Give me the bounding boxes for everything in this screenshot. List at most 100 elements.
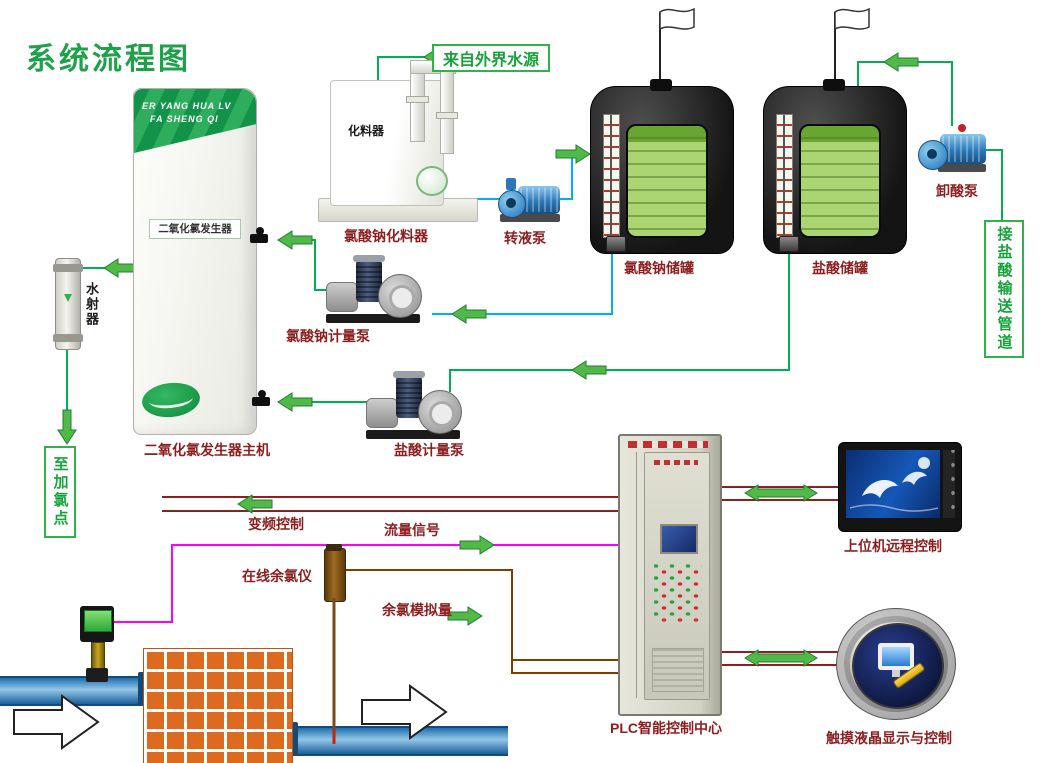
arrow-left-tank1-outlet-icon (451, 304, 487, 324)
touch-panel-screen (852, 623, 944, 709)
plc-side-seam (636, 452, 637, 698)
unload-pump (918, 124, 990, 174)
arrow-right-chlorine-analog-icon (447, 606, 483, 626)
arrow-left-hcl-suction-icon (571, 360, 607, 380)
monitor-button-strip (943, 450, 955, 518)
tank1-outlet-pipe (432, 250, 613, 315)
touch-monitor-icon-stand (892, 670, 900, 677)
dissolver-tank-label: 化料器 (348, 124, 385, 138)
generator-logo (140, 380, 202, 420)
tank-level-gauge (603, 114, 620, 238)
metering-pump-flange (366, 398, 398, 428)
touch-panel (836, 608, 956, 720)
metering-pump-head-ring (429, 401, 455, 427)
generator-panel-label: 二氧化氯发生器 (149, 219, 241, 239)
naclo3-tank-caption: 氯酸钠储罐 (624, 260, 694, 276)
plc-cabinet (618, 434, 722, 716)
tank-outlet-valve (606, 236, 626, 252)
plc-caption: PLC智能控制中心 (610, 720, 722, 736)
hcl-pipe-box: 接盐酸输送管道 (984, 220, 1024, 358)
unload-pump-base (938, 164, 986, 172)
water-ejector (53, 258, 83, 350)
metering-pump-motor-fins (356, 266, 382, 298)
naclo3-metering-pump (326, 255, 422, 324)
dissolver-pipe-vertical-2 (440, 68, 454, 154)
plc-indicator-grid (654, 564, 702, 622)
dissolver-unit: 化料器 (318, 60, 478, 222)
vfd-caption: 变频控制 (248, 516, 304, 532)
dissolver-flange-1 (406, 96, 429, 103)
arrow-right-into-tank1-icon (555, 144, 591, 164)
touch-monitor-icon-screen (882, 647, 910, 666)
touch-caption: 触摸液晶显示与控制 (826, 730, 952, 746)
page-title: 系统流程图 (26, 43, 191, 76)
metering-pump-motor (356, 260, 382, 302)
hcl-metering-pump (366, 371, 462, 440)
metering-pump-motor (396, 376, 422, 418)
arrow-left-naclo3-dosing-icon (277, 230, 313, 250)
tank-neck (823, 79, 845, 91)
arrow-down-chlorine-point-icon (57, 409, 77, 445)
dissolver-pump (416, 166, 448, 196)
dissolver-caption: 氯酸钠化料器 (344, 228, 428, 244)
flow-signal-line (112, 544, 620, 623)
transfer-pump-base (500, 214, 560, 222)
generator-valve-2 (252, 397, 270, 406)
generator-caption: 二氧化氯发生器主机 (144, 442, 270, 458)
unload-pump-motor-fins (942, 136, 984, 162)
transfer-pump-motor-fins (520, 188, 558, 212)
arrow-double-plc-touch-icon (744, 649, 818, 667)
hcl-suction-pipe (449, 250, 790, 392)
flow-sensor-fitting (86, 668, 108, 682)
monitor-screen (846, 450, 940, 518)
arrow-right-flow-signal-icon (459, 535, 495, 555)
unload-pump-caption: 卸酸泵 (936, 183, 978, 199)
tank-level-window (799, 124, 881, 238)
tank1-flag (659, 7, 695, 31)
tank-neck (650, 79, 672, 91)
water-pipe-right (288, 726, 508, 756)
host-caption: 上位机远程控制 (844, 538, 942, 554)
generator-valve-2-knob (258, 390, 266, 398)
naclo3-meter-pump-caption: 氯酸钠计量泵 (286, 328, 370, 344)
unload-pump-head-cap (927, 149, 937, 159)
generator-valve-1-knob (256, 227, 264, 235)
flow-signal-caption: 流量信号 (384, 522, 440, 538)
naclo3-storage-tank (590, 79, 734, 254)
metering-pump-base (326, 314, 420, 323)
ejector-bottom-cap (53, 334, 83, 342)
transfer-pump-inlet (506, 178, 516, 190)
dolphin-wallpaper (849, 457, 939, 512)
unload-pump-red-cap (958, 124, 966, 132)
metering-pump-cap (393, 371, 425, 378)
plc-screen (660, 524, 698, 554)
transfer-pump-head-cap (506, 198, 516, 208)
generator-brand-line2: FA SHENG QI (150, 114, 219, 124)
generator-valve-1 (250, 234, 268, 243)
hcl-tank-caption: 盐酸储罐 (812, 260, 868, 276)
generator-cabinet: ER YANG HUA LV FA SHENG QI 二氧化氯发生器 (133, 88, 257, 435)
chlorine-analog-caption: 余氯模拟量 (382, 602, 452, 618)
brick-wall (143, 648, 293, 763)
generator-brand-band: ER YANG HUA LV FA SHENG QI (134, 89, 256, 153)
arrow-left-hcl-dosing-icon (277, 392, 313, 412)
chlorine-meter-caption: 在线余氯仪 (242, 568, 312, 584)
ejector-caption: 水射器 (84, 282, 99, 327)
tank-level-window (626, 124, 708, 238)
metering-pump-cap (353, 255, 385, 262)
water-pipe-left (0, 676, 148, 706)
arrow-left-vfd-icon (237, 494, 273, 514)
hcl-storage-tank (763, 79, 907, 254)
chlorine-probe-cap (326, 544, 342, 551)
chlorine-analog-line-1 (344, 569, 620, 661)
unload-pump-motor (940, 134, 986, 164)
plc-label-strip (654, 460, 698, 465)
hcl-meter-pump-caption: 盐酸计量泵 (394, 442, 464, 458)
arrow-double-plc-monitor-icon (744, 484, 818, 502)
metering-pump-flange (326, 282, 358, 312)
ejector-flow-mark (64, 294, 72, 302)
tank-level-gauge (776, 114, 793, 238)
generator-logo-swoosh (148, 388, 194, 411)
